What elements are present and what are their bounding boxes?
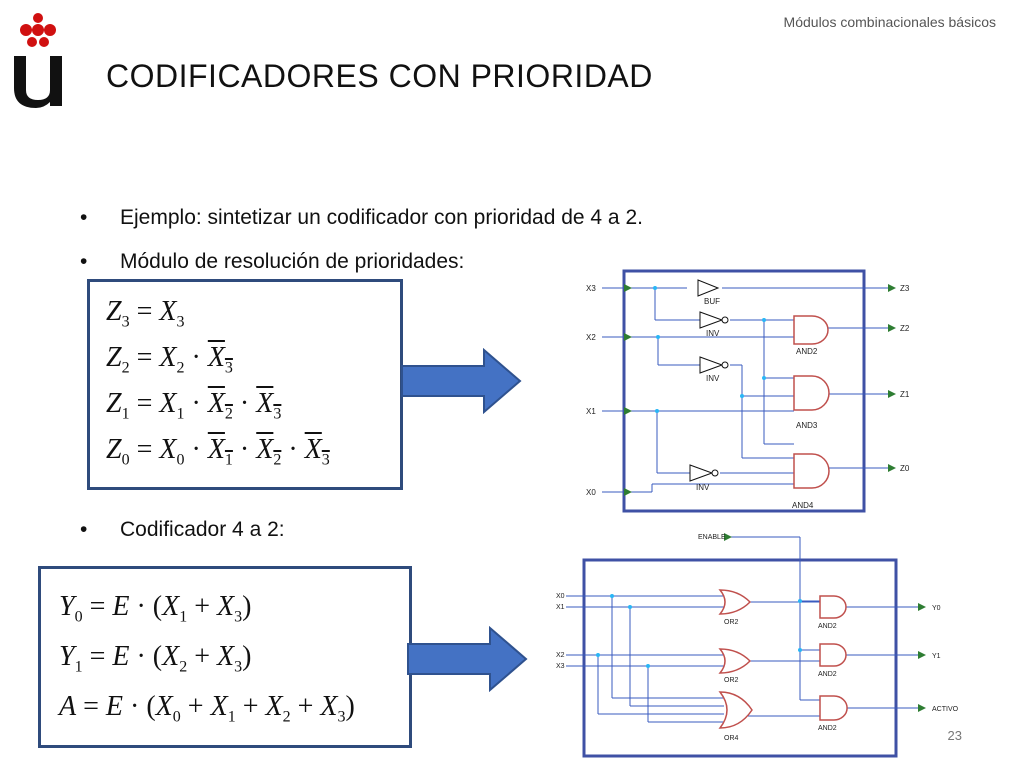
arrow-right-icon	[401, 348, 522, 414]
c2-gate-and2c: AND2	[818, 725, 837, 732]
c2-output-y1: Y1	[932, 653, 941, 660]
bullet-3: •Codificador 4 a 2:	[80, 518, 285, 541]
c1-gate-inv3: INV	[696, 483, 710, 492]
c2-input-x1: X1	[556, 604, 565, 611]
c2-gate-and2b: AND2	[818, 671, 837, 678]
arrow-right-icon	[407, 626, 528, 692]
c1-input-x1: X1	[586, 407, 596, 416]
priority-equation: Z1 = X1 · X2 · X3	[106, 388, 282, 423]
c1-gate-and3: AND3	[796, 421, 818, 430]
encoder-equations-box: Y0 = E · (X1 + X3) Y1 = E · (X2 + X3) A = …	[38, 566, 412, 748]
page-number: 23	[947, 728, 962, 743]
c2-gate-or2b: OR2	[724, 677, 739, 684]
encoder-circuit: ENABLE X0 X1 X2 X3 Y0 Y1 ACTIVO OR2 OR2 …	[556, 533, 959, 758]
bullet-1: •Ejemplo: sintetizar un codificador con …	[80, 206, 643, 229]
c1-gate-buf: BUF	[704, 297, 720, 306]
priority-equations-box: Z3 = X3 Z2 = X2 · X3 Z1 = X1 · X2 · X3 Z0 =…	[87, 279, 403, 490]
c2-gate-or4: OR4	[724, 735, 739, 742]
c1-output-z2: Z2	[900, 324, 910, 333]
c1-input-x0: X0	[586, 488, 596, 497]
c1-input-x2: X2	[586, 333, 596, 342]
page-title: CODIFICADORES CON PRIORIDAD	[106, 58, 653, 94]
c1-gate-and2: AND2	[796, 347, 818, 356]
section-header: Módulos combinacionales básicos	[783, 14, 996, 30]
c1-output-z1: Z1	[900, 390, 910, 399]
c2-input-x3: X3	[556, 663, 565, 670]
c1-input-x3: X3	[586, 284, 596, 293]
c1-gate-inv1: INV	[706, 329, 720, 338]
c2-gate-or2a: OR2	[724, 619, 739, 626]
priority-resolution-circuit: X3 X2 X1 X0 Z3 Z2 Z1 Z0 BUF INV INV INV …	[586, 269, 910, 513]
encoder-equation: Y0 = E · (X1 + X3)	[59, 591, 252, 626]
c1-gate-and4: AND4	[792, 501, 814, 510]
c1-output-z0: Z0	[900, 464, 910, 473]
encoder-equation: A = E · (X0 + X1 + X2 + X3)	[59, 691, 355, 726]
c2-input-x2: X2	[556, 652, 565, 659]
bullet-2: •Módulo de resolución de prioridades:	[80, 250, 465, 273]
university-logo	[14, 13, 62, 108]
c2-enable: ENABLE	[698, 534, 726, 541]
encoder-equation: Y1 = E · (X2 + X3)	[59, 641, 252, 676]
c2-output-y0: Y0	[932, 605, 941, 612]
c2-output-activo: ACTIVO	[932, 706, 959, 713]
c1-output-z3: Z3	[900, 284, 910, 293]
c2-input-x0: X0	[556, 593, 565, 600]
priority-equation: Z0 = X0 · X1 · X2 · X3	[106, 434, 330, 469]
priority-equation: Z2 = X2 · X3	[106, 342, 233, 377]
c2-gate-and2a: AND2	[818, 623, 837, 630]
priority-equation: Z3 = X3	[106, 296, 185, 331]
c1-gate-inv2: INV	[706, 374, 720, 383]
